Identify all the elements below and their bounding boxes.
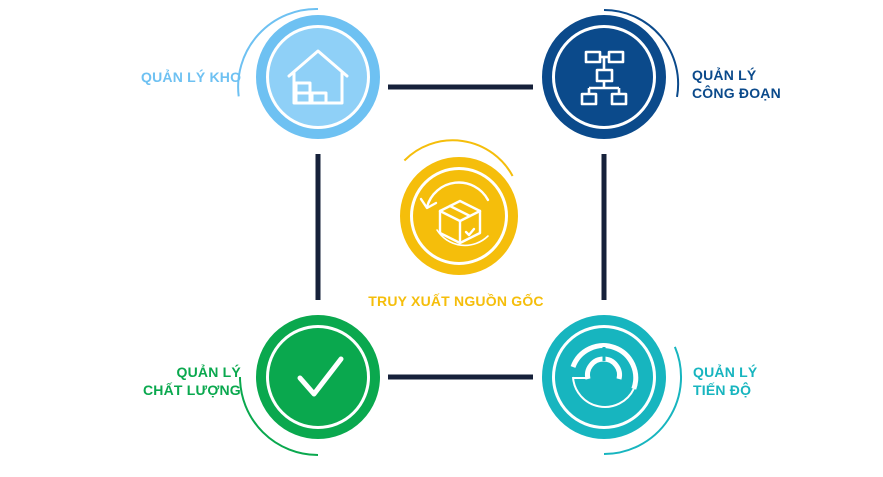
connectors (315, 84, 607, 380)
node-traceability (400, 139, 518, 275)
checkmark-icon (297, 356, 344, 397)
warehouse-label-line-1: QUẢN LÝ KHO (141, 69, 242, 85)
package-cycle-icon (419, 181, 490, 247)
progress-disc (555, 328, 653, 426)
warehouse-outer-arc (237, 7, 319, 97)
process-disc (555, 28, 653, 126)
node-progress (542, 315, 683, 455)
progress-label: QUẢN LÝ TIẾN ĐỘ (693, 363, 757, 399)
progress-label-line-1: QUẢN LÝ (693, 364, 758, 380)
house-boxes-icon (287, 49, 349, 105)
quality-disc (269, 328, 367, 426)
traceability-disc (413, 170, 505, 262)
process-outer-arc (603, 8, 680, 98)
quality-label: QUẢN LÝ CHẤT LƯỢNG (143, 363, 241, 399)
quality-outer-arc (239, 376, 319, 456)
node-warehouse (237, 7, 380, 139)
traceability-outer-arc (403, 139, 514, 177)
process-label-line-2: CÔNG ĐOẠN (692, 85, 781, 101)
traceability-label: TRUY XUẤT NGUỒN GỐC (341, 292, 571, 310)
traceability-label-line-1: TRUY XUẤT NGUỒN GỐC (368, 293, 544, 309)
quality-label-line-2: CHẤT LƯỢNG (143, 382, 241, 398)
donut-progress-icon (570, 343, 639, 408)
process-label: QUẢN LÝ CÔNG ĐOẠN (692, 66, 781, 102)
flowchart-icon (580, 50, 628, 106)
quality-label-line-1: QUẢN LÝ (176, 364, 241, 380)
node-quality (239, 315, 380, 456)
node-process (542, 8, 680, 139)
process-label-line-1: QUẢN LÝ (692, 67, 757, 83)
warehouse-disc (269, 28, 367, 126)
progress-outer-arc (603, 346, 683, 455)
warehouse-label: QUẢN LÝ KHO (141, 68, 241, 86)
progress-label-line-2: TIẾN ĐỘ (693, 382, 752, 398)
